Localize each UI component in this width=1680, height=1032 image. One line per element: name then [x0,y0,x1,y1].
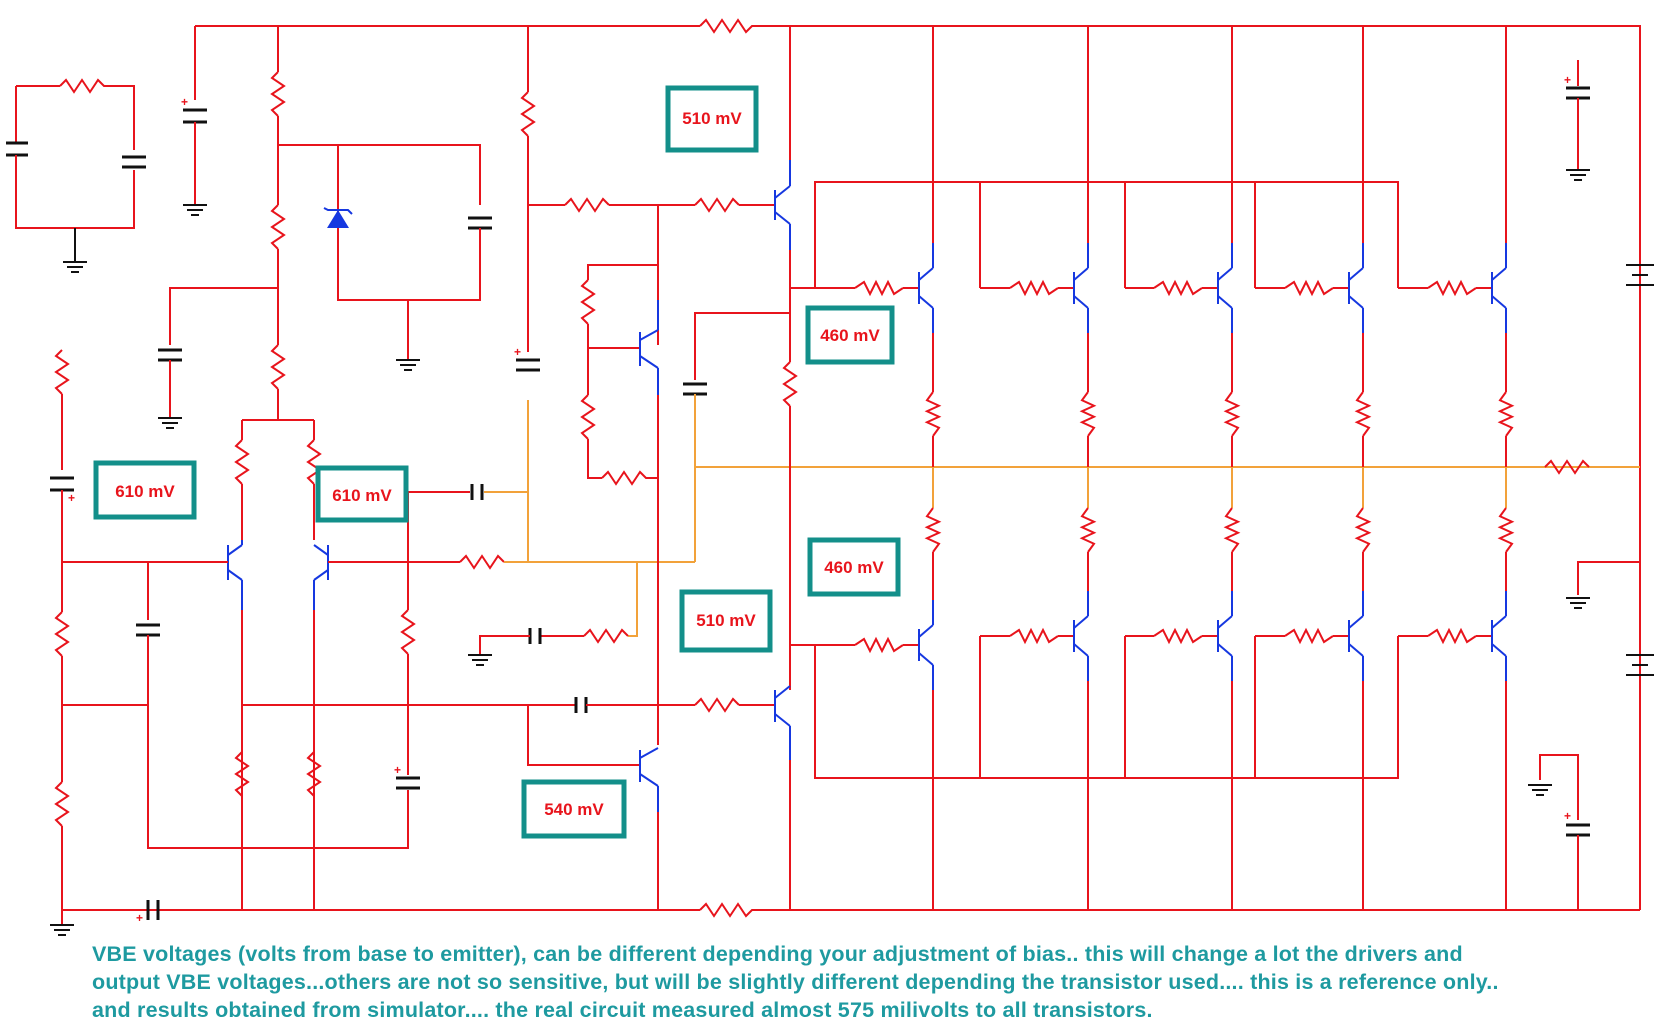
svg-text:+: + [1564,73,1571,87]
output-stage [790,26,1515,910]
output-transistor-upper [1073,243,1089,333]
vbe-label-text: 460 mV [824,558,884,577]
output-transistor-lower [1491,591,1507,681]
svg-text:+: + [68,491,75,505]
caption-line-1: VBE voltages (volts from base to emitter… [92,942,1463,966]
svg-text:+: + [1564,809,1571,823]
vbe-label-text: 510 mV [682,109,742,128]
svg-text:+: + [181,95,188,109]
vbe-label-driver-top: 460 mV [805,305,895,365]
vbe-label-input-right: 610 mV [315,465,409,523]
vbe-label-text: 610 mV [115,482,175,501]
caption-line-2: output VBE voltages...others are not so … [92,970,1499,994]
supply-rails [62,25,1641,911]
vbe-label-text: 510 mV [696,611,756,630]
vbe-label-predriver-bottom: 510 mV [679,589,773,653]
svg-text:+: + [394,763,401,777]
caption: VBE voltages (volts from base to emitter… [92,940,1592,1024]
output-transistor-upper [1217,243,1233,333]
feedback-network: + + [242,26,560,790]
vbe-label-text: 540 mV [544,800,604,819]
vbe-label-text: 610 mV [332,486,392,505]
svg-text:+: + [514,345,521,359]
caption-line-3: and results obtained from simulator.... … [92,998,1153,1022]
input-differential-pair [62,419,695,910]
vbe-label-predriver-top: 510 mV [665,85,759,153]
output-transistor-lower [1073,591,1089,681]
output-transistor-lower [1348,591,1364,681]
input-rc-network [6,78,146,273]
vbe-label-driver-bottom: 460 mV [807,537,901,597]
rail-resistors [699,18,760,918]
svg-text:+: + [136,911,143,925]
supply-section: + + [1528,60,1654,910]
supply-decoupling-cap: + [181,95,207,216]
vbe-label-input-left: 610 mV [93,460,197,520]
vbe-label-text: 460 mV [820,326,880,345]
vas-bias-stage [468,197,1640,910]
output-transistor-upper [1491,243,1507,333]
zener-reference [158,26,492,429]
vbe-label-vas: 540 mV [521,779,627,839]
output-transistor-lower [1217,591,1233,681]
input-bias-network: + + [50,349,409,936]
output-transistor-upper [1348,243,1364,333]
output-transistor-upper [918,243,934,333]
pre-drivers [774,26,798,910]
output-transistor-lower [918,600,934,690]
